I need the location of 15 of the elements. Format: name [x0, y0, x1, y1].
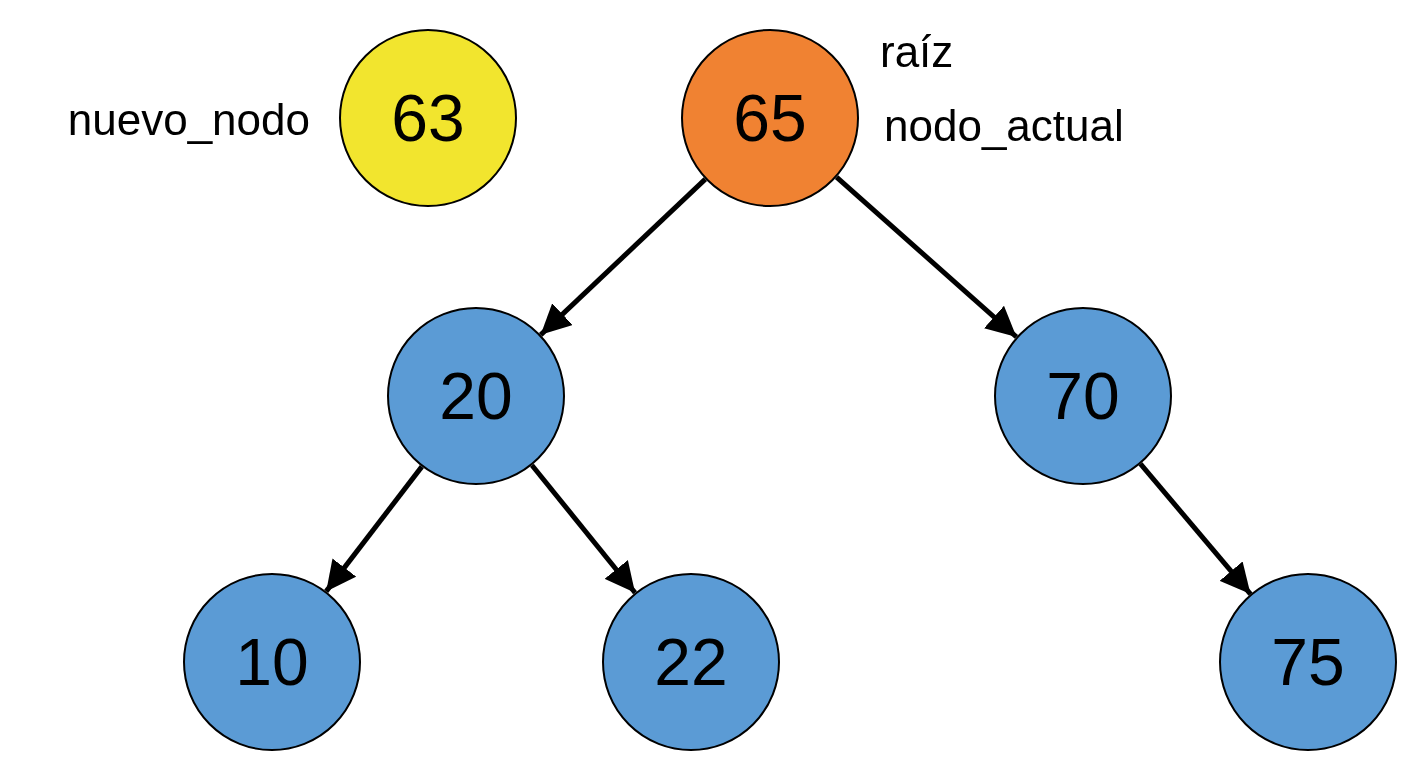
pointer-label: nuevo_nodo [66, 94, 310, 146]
arrow [324, 465, 424, 593]
node-value: 65 [733, 85, 807, 151]
node-value: 70 [1046, 363, 1120, 429]
pointer-label: nodo_actual [884, 100, 1124, 152]
node-value: 20 [439, 363, 513, 429]
arrow [530, 463, 637, 595]
arrow [834, 175, 1019, 339]
node-value: 75 [1271, 629, 1345, 695]
node-value: 22 [654, 629, 728, 695]
node-value: 10 [235, 629, 309, 695]
arrow [1138, 462, 1253, 596]
node-value: 63 [391, 85, 465, 151]
pointer-label: raíz [880, 26, 954, 78]
arrow [538, 177, 708, 337]
